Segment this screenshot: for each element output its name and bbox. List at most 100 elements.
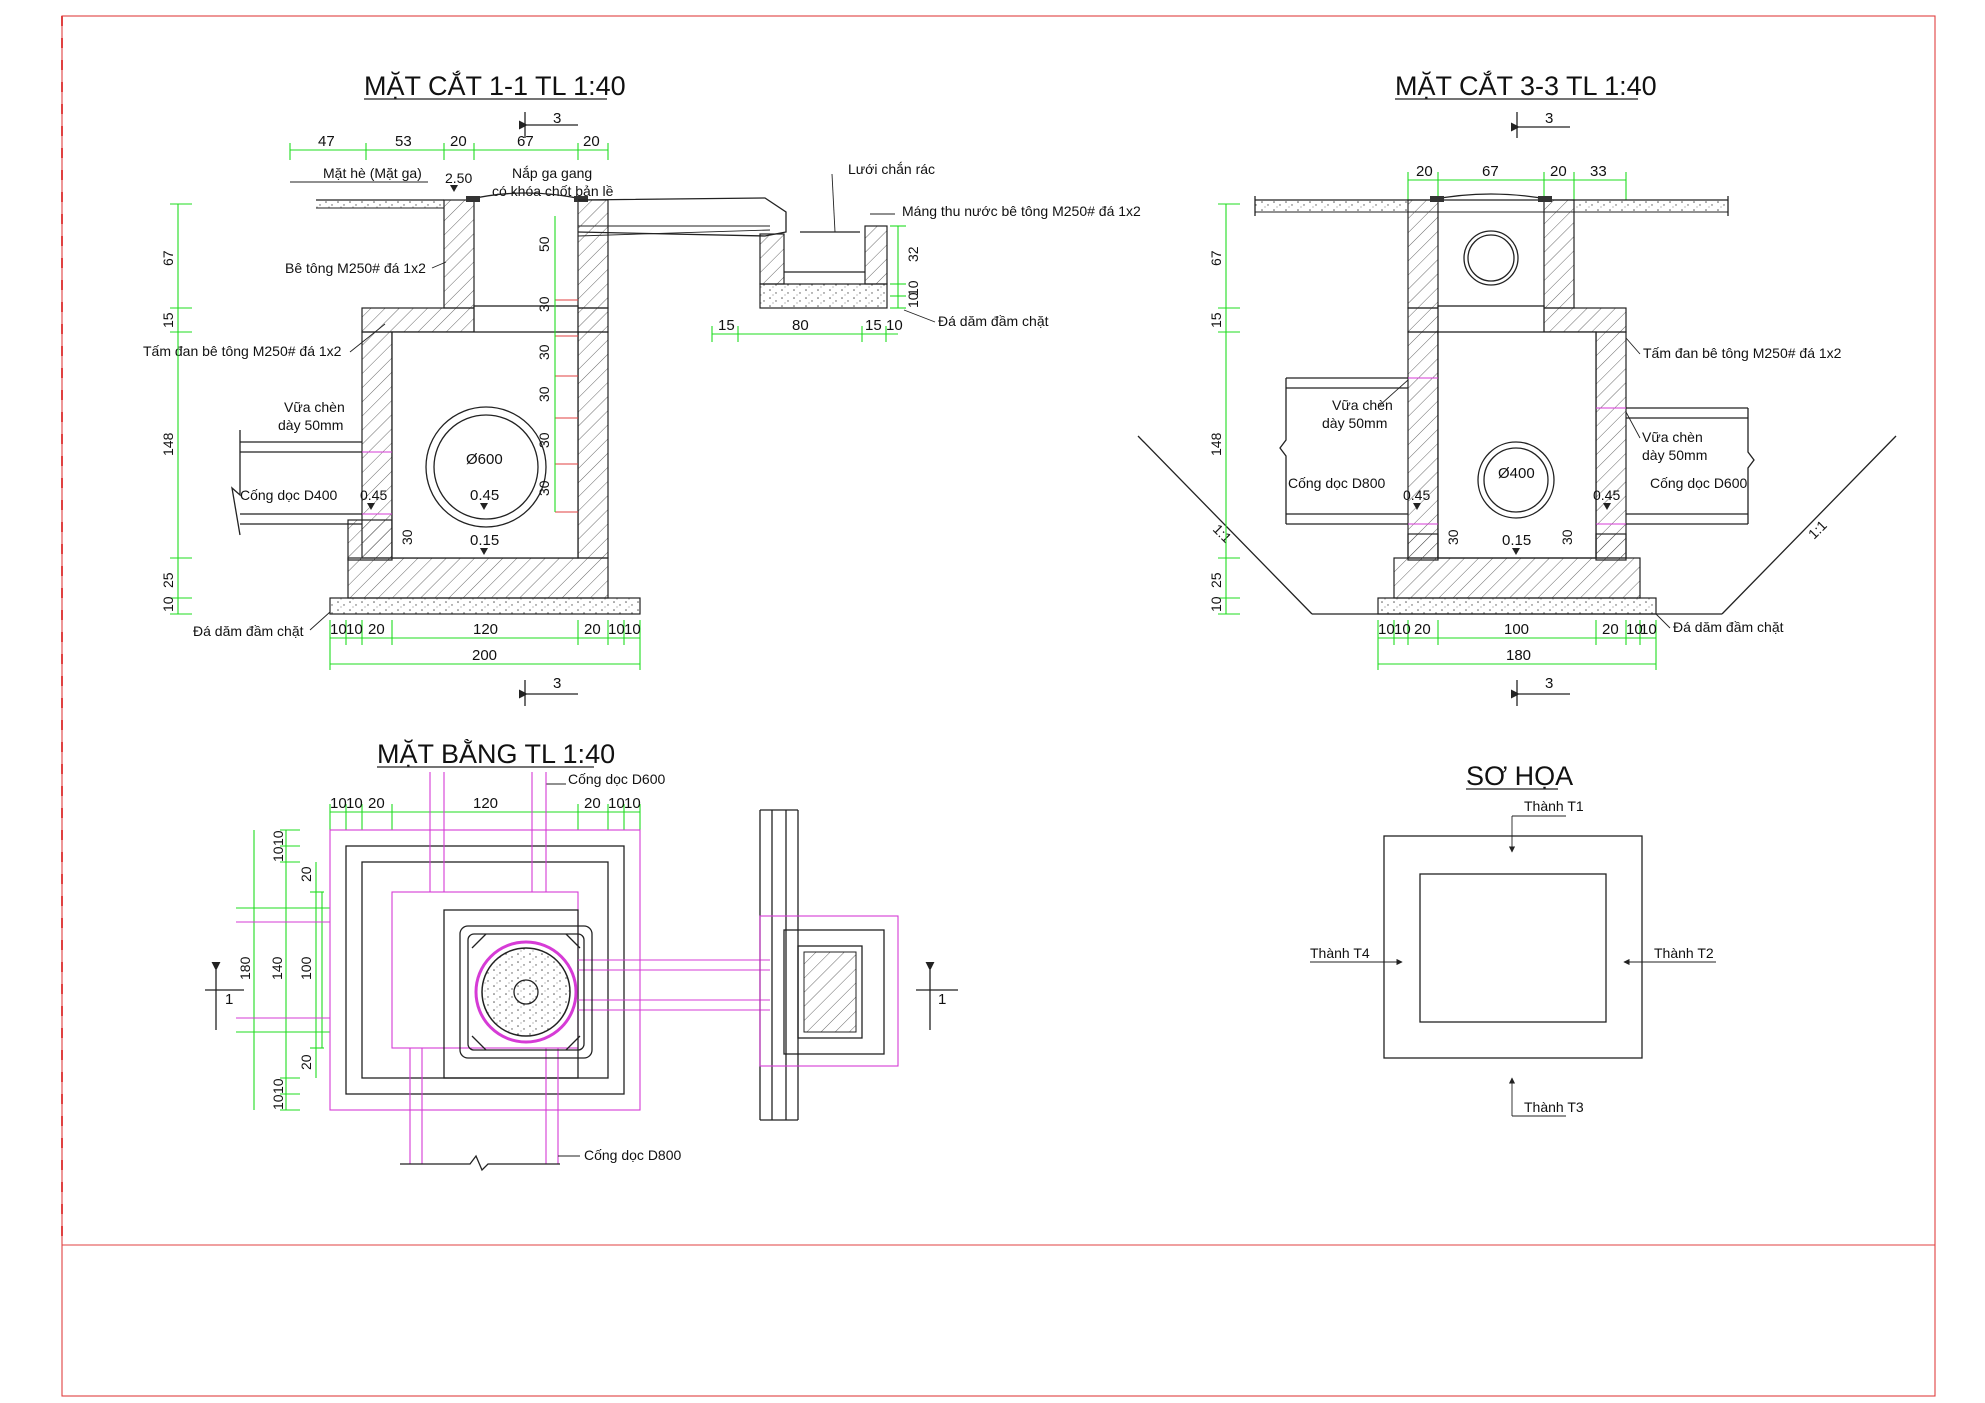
label-pipe-d600-33: Cống dọc D600 (1650, 475, 1748, 491)
trough-dimensions: 32 10 10 15 80 15 10 (711, 225, 921, 342)
label-d800-plan: Cống dọc D800 (584, 1147, 682, 1163)
svg-text:20: 20 (368, 795, 385, 812)
svg-text:30: 30 (399, 529, 415, 545)
svg-text:10: 10 (608, 621, 625, 638)
svg-text:10: 10 (1640, 621, 1657, 638)
svg-text:0.45: 0.45 (1593, 487, 1620, 503)
cut-marker-top: 3 (518, 110, 578, 138)
label-concrete: Bê tông M250# đá 1x2 (285, 260, 426, 276)
svg-text:10: 10 (1378, 621, 1395, 638)
svg-text:10: 10 (624, 621, 641, 638)
left-dimensions-33: 67 15 148 25 10 (1208, 203, 1240, 615)
svg-text:0.15: 0.15 (470, 532, 499, 549)
sketch-t4: Thành T4 (1310, 945, 1370, 961)
bottom-dimensions: 10 10 20 120 20 10 10 200 (329, 620, 641, 670)
label-slab-33: Tấm đan bê tông M250# đá 1x2 (1643, 345, 1842, 361)
svg-text:20: 20 (584, 621, 601, 638)
svg-text:140: 140 (269, 956, 285, 980)
label-gravel-trough: Đá dăm đầm chặt (938, 313, 1049, 329)
svg-text:67: 67 (1208, 250, 1224, 266)
svg-text:20: 20 (1416, 163, 1433, 180)
svg-text:20: 20 (298, 866, 314, 882)
svg-text:30: 30 (1559, 529, 1575, 545)
svg-text:10: 10 (270, 846, 286, 862)
top-dimensions-33: 20 67 20 33 (1407, 163, 1627, 200)
section-1-1: MẶT CẮT 1-1 TL 1:40 3 47 53 20 67 20 Mặt… (143, 70, 1141, 706)
pipe-opening-33 (1463, 230, 1519, 286)
trough (759, 173, 895, 309)
svg-text:148: 148 (160, 432, 176, 456)
svg-text:30: 30 (536, 344, 552, 360)
svg-text:20: 20 (1602, 621, 1619, 638)
svg-text:Ø600: Ø600 (466, 451, 503, 468)
svg-text:53: 53 (395, 133, 412, 150)
sketch-t1: Thành T1 (1524, 798, 1584, 814)
svg-text:0.15: 0.15 (1502, 532, 1531, 549)
label-gravel: Đá dăm đầm chặt (193, 623, 304, 639)
svg-text:47: 47 (318, 133, 335, 150)
label-grout-right: Vữa chèn (1642, 429, 1703, 445)
pipe-d800-left (1279, 377, 1438, 525)
sketch-inner-box (1419, 873, 1607, 1023)
plan-top-dimensions: 10 10 20 120 20 10 10 (329, 795, 641, 830)
svg-text:30: 30 (536, 386, 552, 402)
plan-title: MẶT BẰNG TL 1:40 (377, 738, 615, 769)
svg-text:25: 25 (160, 572, 176, 588)
svg-text:80: 80 (792, 317, 809, 334)
svg-text:30: 30 (536, 296, 552, 312)
svg-text:10: 10 (1394, 621, 1411, 638)
riser-wall-left (443, 199, 475, 309)
svg-text:180: 180 (237, 956, 253, 980)
label-gravel-33: Đá dăm đầm chặt (1673, 619, 1784, 635)
chamber-wall-right (577, 331, 609, 559)
svg-text:20: 20 (368, 621, 385, 638)
svg-text:dày 50mm: dày 50mm (1322, 415, 1387, 431)
sketch-outer-box (1383, 835, 1643, 1059)
label-cover: Nắp ga gang (512, 165, 592, 181)
svg-text:10: 10 (1626, 621, 1643, 638)
label-screen: Lưới chắn rác (848, 161, 935, 177)
svg-text:1:1: 1:1 (1210, 521, 1235, 546)
bottom-dimensions-33: 10 10 20 100 20 10 10 180 (1377, 620, 1657, 670)
svg-text:10: 10 (330, 795, 347, 812)
pipe-d600-right (1596, 407, 1755, 525)
sketch: SƠ HỌA Thành T1 Thành T2 Thành T3 Thành … (1310, 761, 1716, 1117)
cut-marker-left: 1 (205, 961, 244, 1030)
cut-marker-right: 1 (916, 961, 958, 1030)
plan-view: MẶT BẰNG TL 1:40 Cống dọc D600 10 10 20 … (205, 738, 958, 1172)
svg-text:100: 100 (1504, 621, 1529, 638)
section-3-3-title: MẶT CẮT 3-3 TL 1:40 (1395, 70, 1657, 101)
svg-text:180: 180 (1506, 647, 1531, 664)
svg-text:15: 15 (865, 317, 882, 334)
label-pipe-d800-33: Cống dọc D800 (1288, 475, 1386, 491)
svg-text:15: 15 (718, 317, 735, 334)
riser-wall-right (577, 199, 609, 309)
svg-text:20: 20 (583, 133, 600, 150)
svg-text:30: 30 (536, 432, 552, 448)
svg-text:3: 3 (553, 110, 561, 127)
label-d600-plan: Cống dọc D600 (568, 771, 666, 787)
svg-text:10: 10 (1208, 596, 1224, 612)
label-grout-left: Vữa chèn (1332, 397, 1393, 413)
svg-text:dày 50mm: dày 50mm (1642, 447, 1707, 463)
svg-text:10: 10 (270, 1094, 286, 1110)
sketch-t2: Thành T2 (1654, 945, 1714, 961)
svg-text:10: 10 (346, 795, 363, 812)
svg-text:20: 20 (584, 795, 601, 812)
label-surface: Mặt hè (Mặt ga) (323, 165, 422, 181)
svg-text:Ø400: Ø400 (1498, 465, 1535, 482)
svg-text:67: 67 (160, 250, 176, 266)
svg-text:30: 30 (1445, 529, 1461, 545)
label-pipe-d400: Cống dọc D400 (240, 487, 338, 503)
sketch-title: SƠ HỌA (1466, 761, 1573, 791)
svg-text:1: 1 (225, 991, 233, 1008)
svg-text:10: 10 (624, 795, 641, 812)
svg-text:10: 10 (270, 830, 286, 846)
svg-text:1: 1 (938, 991, 946, 1008)
svg-text:50: 50 (536, 236, 552, 252)
svg-text:20: 20 (298, 1054, 314, 1070)
manhole-cover (459, 925, 593, 1059)
svg-text:3: 3 (1545, 675, 1553, 692)
svg-text:10: 10 (905, 280, 921, 296)
